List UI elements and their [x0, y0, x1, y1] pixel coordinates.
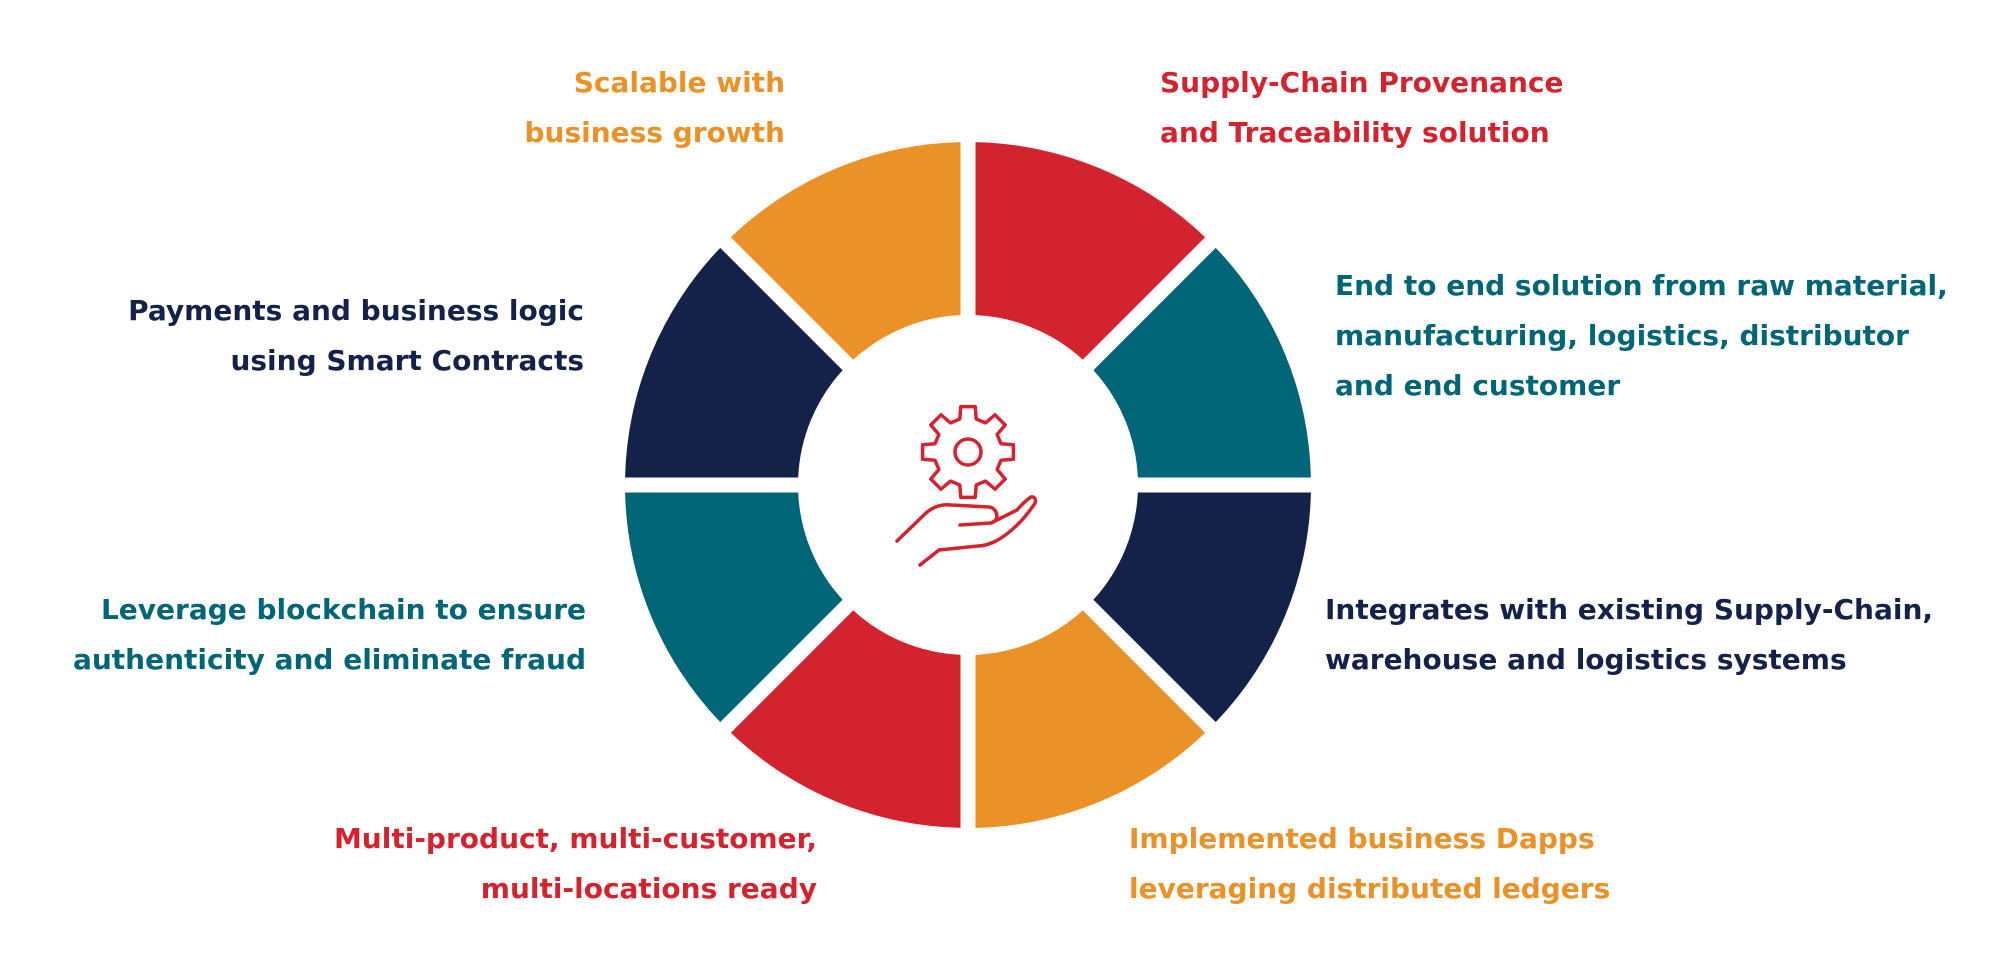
segment-supply-chain-provenance — [975, 142, 1206, 360]
feature-label-line: Implemented business Dapps — [1129, 822, 1595, 855]
hand-icon — [895, 495, 1038, 567]
feature-label-line: manufacturing, logistics, distributor — [1335, 319, 1909, 352]
feature-label-line: multi-locations ready — [480, 872, 817, 905]
segment-business-dapps — [975, 610, 1206, 828]
feature-label-line: using Smart Contracts — [230, 344, 584, 377]
segment-integrates-existing-systems — [1093, 492, 1311, 723]
segment-blockchain-authenticity — [625, 492, 843, 723]
wheel-segments — [625, 142, 1311, 828]
feature-label-line: Integrates with existing Supply-Chain, — [1325, 593, 1934, 626]
segment-scalable-growth — [730, 142, 961, 360]
feature-label-end-to-end-solution: End to end solution from raw material, ma… — [1335, 261, 1948, 411]
feature-label-line: leveraging distributed ledgers — [1129, 872, 1611, 905]
feature-label-integrates-existing-systems: Integrates with existing Supply-Chain, wa… — [1325, 585, 1933, 685]
feature-label-line: and end customer — [1335, 369, 1621, 402]
gear-in-hand-icon — [895, 404, 1038, 567]
feature-label-line: End to end solution from raw material, — [1335, 269, 1948, 302]
feature-label-line: Scalable with — [573, 66, 785, 99]
gear-icon — [920, 404, 1016, 500]
feature-label-line: and Traceability solution — [1160, 116, 1550, 149]
feature-label-blockchain-authenticity: Leverage blockchain to ensure authenticit… — [73, 585, 586, 685]
segment-multi-product-ready — [730, 610, 961, 828]
feature-label-multi-product-ready: Multi-product, multi-customer, multi-loca… — [334, 814, 817, 914]
feature-label-line: business growth — [524, 116, 785, 149]
segment-end-to-end-solution — [1093, 247, 1311, 478]
feature-label-line: Multi-product, multi-customer, — [333, 822, 817, 855]
feature-label-smart-contracts: Payments and business logic using Smart C… — [128, 286, 584, 386]
feature-label-line: Leverage blockchain to ensure — [100, 593, 586, 626]
feature-label-line: Supply-Chain Provenance — [1160, 66, 1564, 99]
feature-label-scalable-growth: Scalable with business growth — [524, 58, 785, 158]
feature-label-line: Payments and business logic — [128, 294, 584, 327]
feature-label-supply-chain-provenance: Supply-Chain Provenance and Traceability … — [1160, 58, 1563, 158]
gear-hub-icon — [953, 437, 983, 467]
feature-label-business-dapps: Implemented business Dapps leveraging dis… — [1129, 814, 1610, 914]
feature-label-line: warehouse and logistics systems — [1325, 643, 1847, 676]
feature-label-line: authenticity and eliminate fraud — [72, 643, 586, 676]
segment-smart-contracts — [625, 247, 843, 478]
